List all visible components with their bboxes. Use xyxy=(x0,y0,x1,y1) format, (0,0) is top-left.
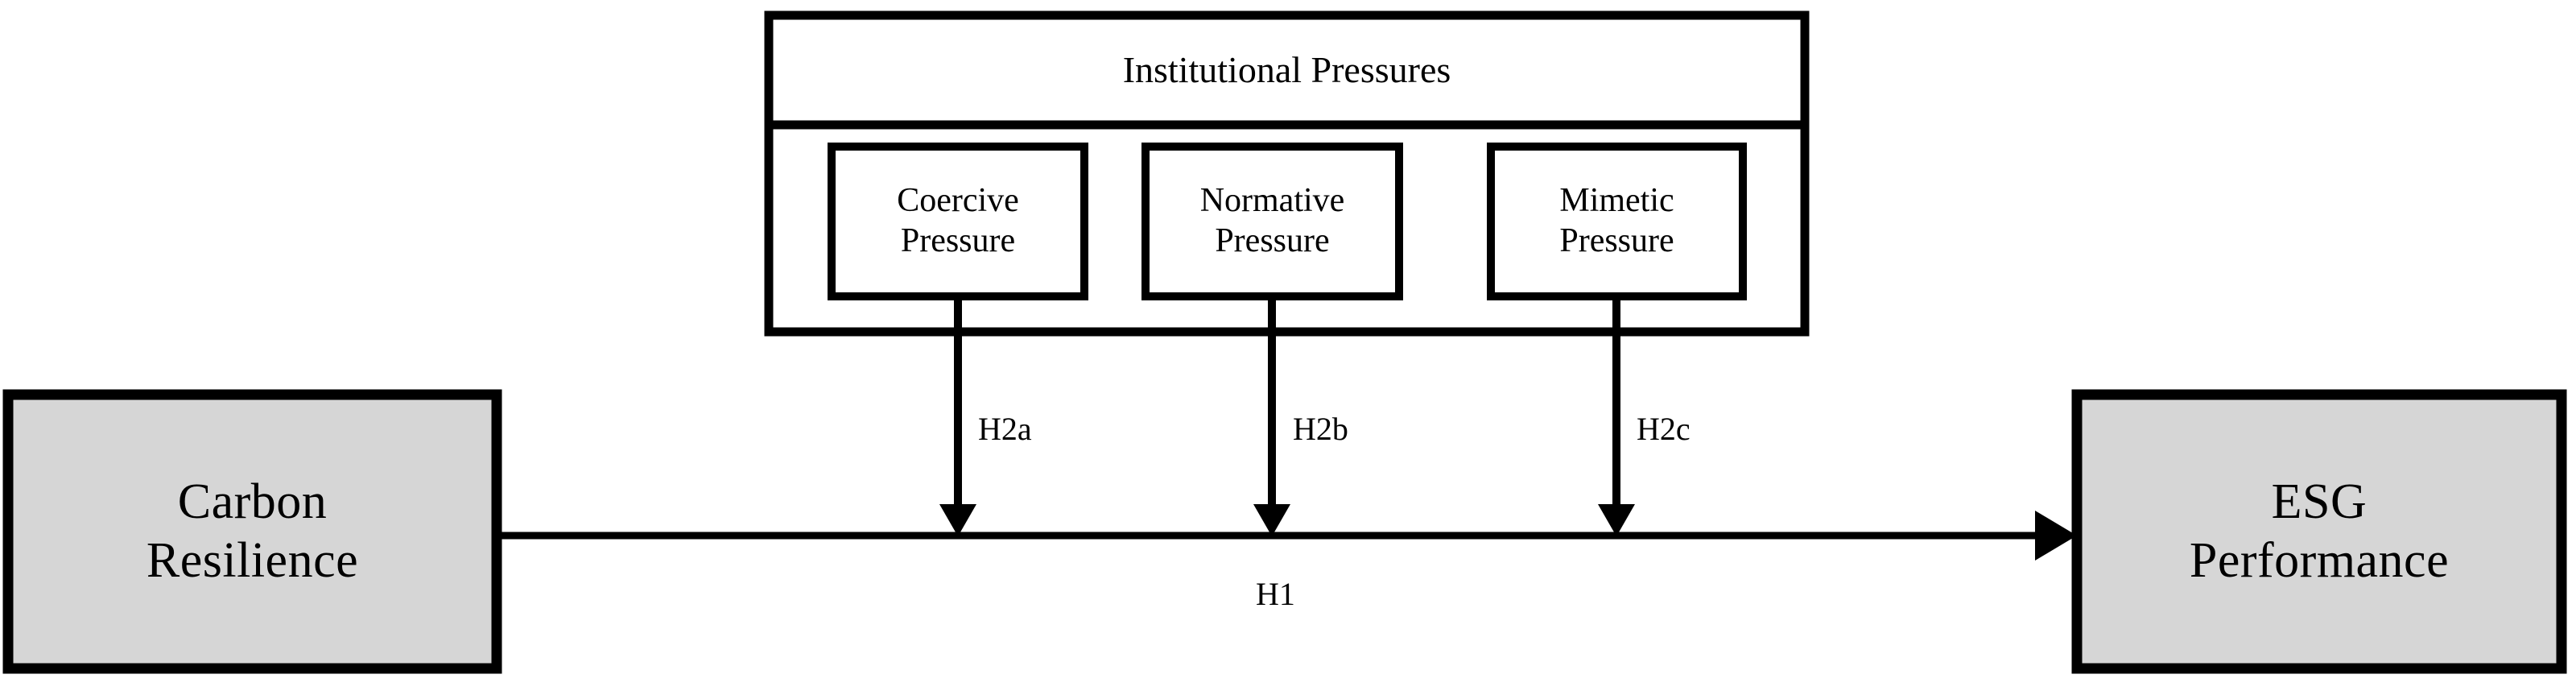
predictor-box-hit[interactable] xyxy=(8,395,497,668)
outcome-box-hit[interactable] xyxy=(2077,395,2562,668)
moderator-box-coercive-hit[interactable] xyxy=(832,147,1084,296)
institutional-pressures-title-hit[interactable] xyxy=(769,15,1805,125)
predictor-box[interactable] xyxy=(2,389,502,674)
moderator-box-mimetic-hit[interactable] xyxy=(1491,147,1743,296)
moderator-arrowhead-normative xyxy=(1253,504,1290,536)
moderator-box-coercive[interactable] xyxy=(828,143,1088,300)
moderator-box-normative-hit[interactable] xyxy=(1146,147,1399,296)
moderator-arrowhead-mimetic xyxy=(1598,504,1635,536)
main-path-arrowhead xyxy=(2035,511,2077,561)
outcome-box[interactable] xyxy=(2071,389,2567,674)
moderator-arrowhead-coercive xyxy=(939,504,976,536)
